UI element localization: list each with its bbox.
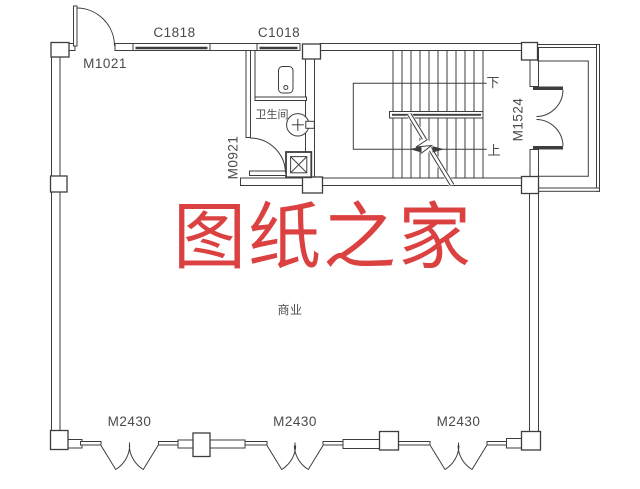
watermark-text: 图纸之家 — [173, 195, 473, 280]
door-m2430-center — [266, 442, 324, 471]
room-label-commercial: 商业 — [277, 303, 303, 317]
window-c1818 — [132, 43, 211, 51]
door-label-m2430-right: M2430 — [436, 414, 481, 429]
stair-handrail — [389, 111, 484, 119]
stair-up-label: 上 — [487, 143, 501, 158]
floor-drain — [285, 151, 313, 179]
door-label-m2430-center: M2430 — [273, 414, 317, 429]
door-m0921 — [249, 137, 287, 176]
door-m1021 — [73, 5, 115, 47]
window-c1018 — [256, 43, 301, 51]
door-m2430-right — [429, 442, 488, 471]
stair-down-label: 下 — [486, 75, 500, 90]
entry-alcove — [537, 44, 600, 192]
stair-direction-arrows — [410, 146, 444, 153]
door-m2430-left — [100, 442, 159, 471]
window-label-c1018: C1018 — [257, 25, 301, 40]
columns — [49, 41, 542, 458]
window-label-c1818: C1818 — [153, 25, 196, 40]
door-label-m1021: M1021 — [83, 56, 127, 71]
door-label-m2430-left: M2430 — [107, 414, 152, 429]
bathroom-counter — [254, 50, 307, 101]
door-label-m1524: M1524 — [510, 97, 525, 141]
door-m1524 — [533, 86, 564, 150]
storefront-wall — [67, 438, 523, 449]
door-label-m0921: M0921 — [225, 135, 241, 179]
toilet-fixture — [278, 66, 294, 94]
room-label-bathroom: 卫生间 — [255, 109, 289, 121]
sink-fixture — [286, 113, 315, 137]
